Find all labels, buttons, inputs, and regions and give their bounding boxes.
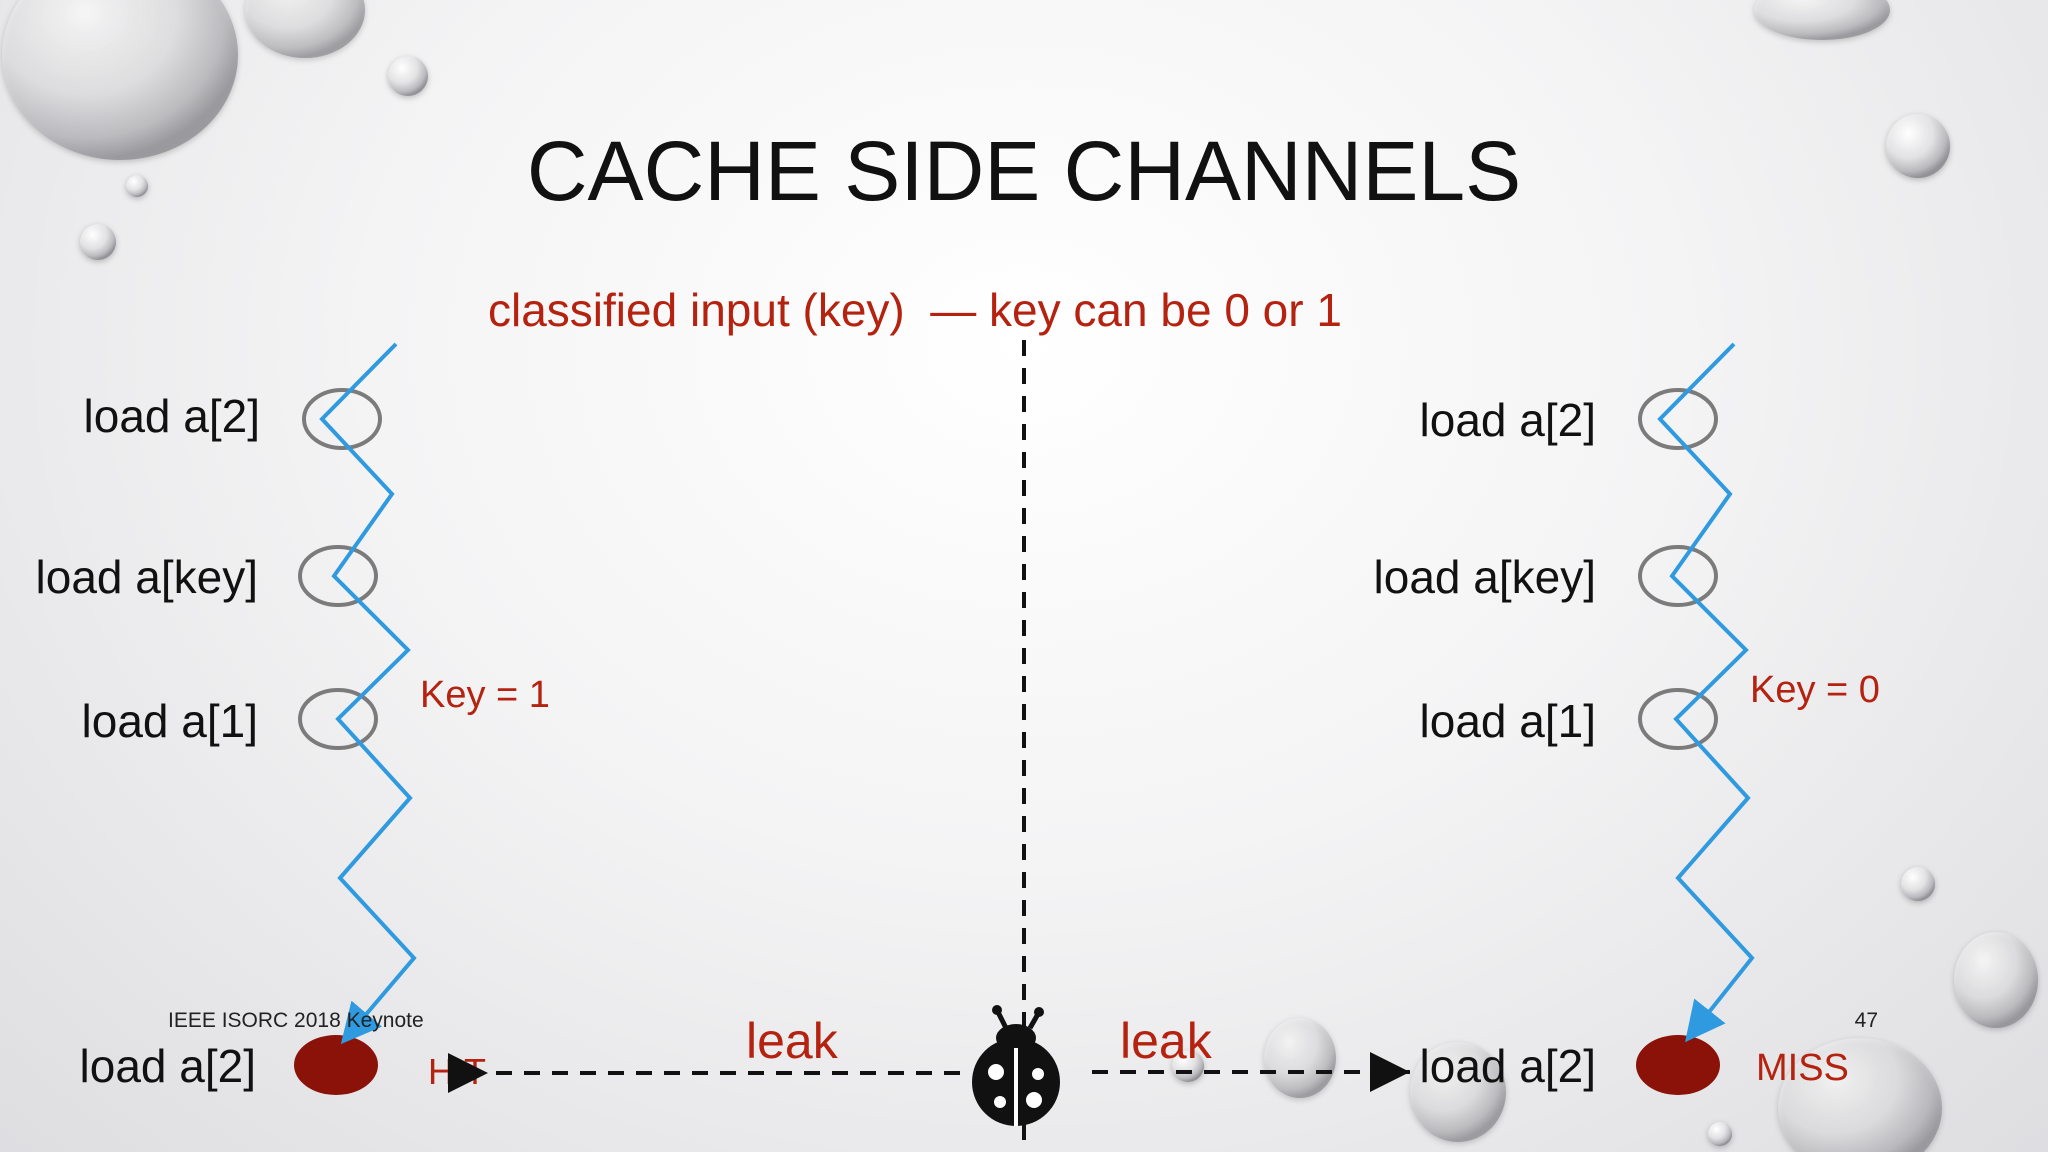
load-marker-circle: [1638, 388, 1718, 450]
load-marker-circle: [298, 545, 378, 607]
cache-result-label: HIT: [428, 1051, 486, 1092]
key-value-label: Key = 1: [420, 674, 550, 716]
cache-access-dot: [294, 1035, 378, 1095]
left-trace: load a[2] load a[key] load a[1] load a[2…: [36, 342, 960, 1095]
footer-event: IEEE ISORC 2018 Keynote: [168, 1009, 424, 1032]
right-load-label: load a[2]: [1420, 1040, 1596, 1092]
load-marker-circle: [302, 388, 382, 450]
load-marker-circle: [1638, 545, 1718, 607]
right-trace: load a[2] load a[key] load a[1] load a[2…: [1092, 342, 1880, 1095]
key-value-label: Key = 0: [1750, 669, 1880, 711]
cache-result-label: MISS: [1756, 1047, 1849, 1089]
execution-trace-line: [1657, 342, 1755, 1043]
bug-icon: [972, 1005, 1060, 1126]
right-load-label: load a[1]: [1420, 695, 1596, 747]
right-load-label: load a[2]: [1420, 394, 1596, 446]
left-load-label: load a[1]: [82, 695, 258, 747]
right-load-label: load a[key]: [1374, 551, 1596, 603]
leak-label: leak: [746, 1013, 839, 1069]
page-number: 47: [1855, 1009, 1878, 1032]
load-marker-circle: [298, 688, 378, 750]
left-load-label: load a[2]: [84, 390, 260, 442]
leak-label: leak: [1120, 1013, 1213, 1069]
slide-subtitle: classified input (key) — key can be 0 or…: [488, 284, 1342, 336]
load-marker-circle: [1638, 688, 1718, 750]
left-load-label: load a[key]: [36, 551, 258, 603]
slide-title: CACHE SIDE CHANNELS: [527, 124, 1521, 218]
left-load-label: load a[2]: [80, 1040, 256, 1092]
execution-trace-line: [319, 342, 417, 1045]
cache-access-dot: [1636, 1035, 1720, 1095]
